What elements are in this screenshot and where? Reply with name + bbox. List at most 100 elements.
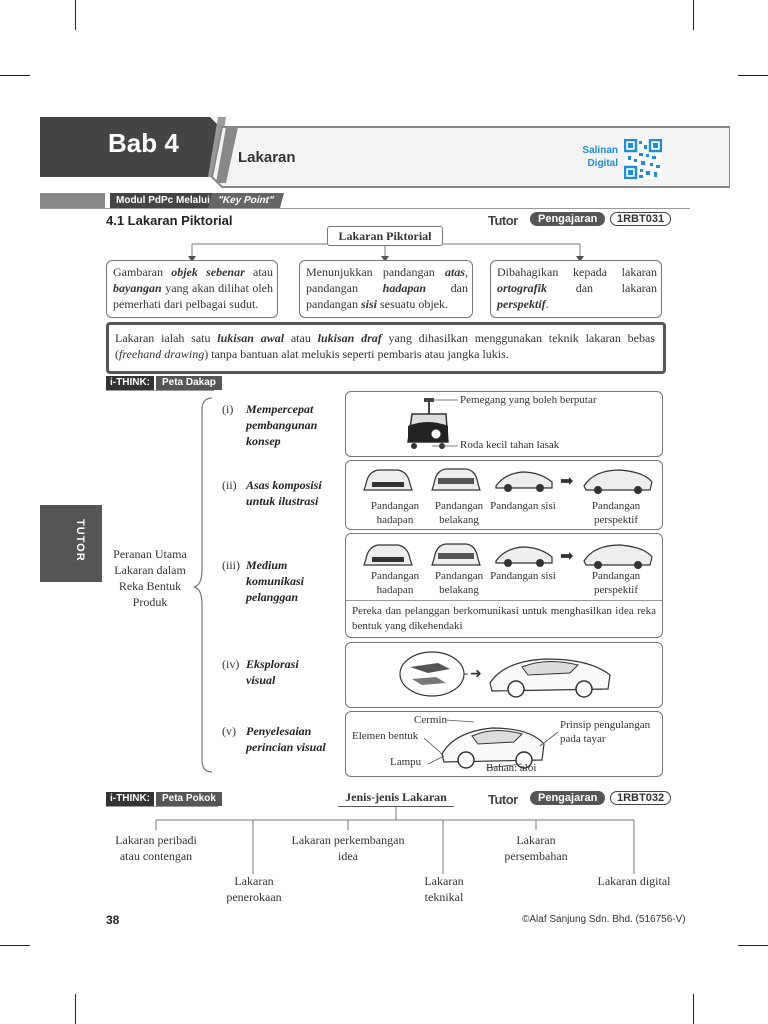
ithink-label: Peta Dakap xyxy=(156,376,222,390)
car-back-view-sketch xyxy=(431,543,481,566)
card-objek-sebenar: Gambaran objek sebenar atau bayangan yan… xyxy=(106,260,278,318)
leader-lines xyxy=(423,719,559,769)
module-divider xyxy=(40,208,690,209)
tree-leaf: Lakaran peribadi atau contengan xyxy=(115,833,197,863)
car-perspective-sketch xyxy=(583,469,653,494)
card-text: Menunjukkan pandangan atas, pandangan ha… xyxy=(306,264,468,312)
tree-leaf: Lakaran persembahan xyxy=(504,833,568,863)
view-label: Pandangan perspektif xyxy=(591,570,641,596)
view-label: Pandangan sisi xyxy=(490,500,556,512)
tutor-code: 1RBT031 xyxy=(610,212,672,226)
card-ortografik-perspektif: Dibahagikan kepada lakaran ortografik da… xyxy=(490,260,662,318)
text-run: , pandangan xyxy=(306,265,468,295)
text-run: . xyxy=(545,297,549,311)
car-sketch xyxy=(441,727,545,769)
role-number: (iii) xyxy=(222,558,240,572)
text-emphasis: objek sebenar xyxy=(171,265,245,279)
copyright: ©Alaf Sanjung Sdn. Bhd. (516756-V) xyxy=(522,914,686,925)
page-number: 38 xyxy=(106,913,120,927)
module-keypoint: "Key Point" xyxy=(207,193,284,208)
tutor-sub-label: Pengajaran xyxy=(530,791,606,805)
text-run: Dibahagikan kepada lakaran xyxy=(497,265,657,279)
mixer-sketch-icon xyxy=(407,398,449,449)
tree-root: Jenis-jenis Lakaran xyxy=(345,790,447,804)
text-run: dan pandangan xyxy=(306,281,469,311)
ithink-label: Peta Pokok xyxy=(156,792,222,806)
module-bar-accent xyxy=(40,193,105,208)
crop-mark xyxy=(693,994,694,1024)
text-run: sesuatu objek. xyxy=(377,297,448,311)
text-run: atau xyxy=(244,265,273,279)
tutor-label: Tutor xyxy=(488,213,518,228)
role-title: Penyelesaian perincian visual xyxy=(246,724,326,754)
copyright-text: Alaf Sanjung Sdn. Bhd. (516756-V) xyxy=(529,914,686,925)
role-title: Eksplorasi visual xyxy=(246,657,299,687)
text-emphasis: hadapan xyxy=(382,281,427,295)
text-run: Lakaran ialah satu xyxy=(115,331,218,345)
label-elemen-bentuk: Elemen bentuk xyxy=(352,730,419,742)
role-title: Asas komposisi untuk ilustrasi xyxy=(246,478,322,508)
role-number: (ii) xyxy=(222,478,237,492)
ithink-prefix: i-THINK: xyxy=(106,792,154,806)
chapter-title: Lakaran xyxy=(238,149,296,166)
crop-mark xyxy=(693,0,694,30)
text-emphasis: bayangan xyxy=(113,281,162,295)
label-lampu: Lampu xyxy=(390,756,422,768)
role3-divider xyxy=(346,600,662,601)
chapter-number: Bab 4 xyxy=(108,128,179,158)
tutor-code: 1RBT032 xyxy=(610,791,672,805)
role2-box: ➡ Pandangan hadapan Pandangan belakang P… xyxy=(345,460,663,530)
tree-leaf: Lakaran digital xyxy=(597,874,671,888)
car-sketch xyxy=(489,658,611,698)
view-label: Pandangan hadapan xyxy=(370,500,420,526)
role1-box: Pemegang yang boleh berputar Roda kecil … xyxy=(345,391,663,457)
crop-mark xyxy=(75,0,76,30)
copyright-icon: © xyxy=(522,914,530,925)
main-topic: Peranan Utama Lakaran dalam Reka Bentuk … xyxy=(113,547,187,609)
piktorial-center-box: Lakaran Piktorial xyxy=(327,226,443,246)
side-tutor-label: TUTOR xyxy=(74,519,86,562)
text-emphasis: sisi xyxy=(360,297,377,311)
text-emphasis: atas xyxy=(444,265,465,279)
definition-text: Lakaran ialah satu lukisan awal atau luk… xyxy=(115,330,655,362)
text-italic: freehand drawing xyxy=(119,347,205,361)
view-label: Pandangan hadapan xyxy=(370,570,420,596)
label-bahan: Bahan: aloi xyxy=(486,762,537,774)
role3-box: ➡ Pandangan hadapan Pandangan belakang P… xyxy=(345,533,663,638)
qr-code-icon[interactable] xyxy=(624,139,662,179)
car-side-view-sketch xyxy=(495,546,553,567)
car-front-view-sketch xyxy=(363,469,413,491)
text-run: ) tanpa bantuan alat melukis seperti pem… xyxy=(204,347,509,361)
text-emphasis: lukisan awal xyxy=(217,331,285,345)
crop-mark xyxy=(738,945,768,946)
car-side-view-sketch xyxy=(495,471,553,492)
view-label: Pandangan perspektif xyxy=(591,500,641,526)
tutor-label: Tutor xyxy=(488,792,518,807)
arrow-right-icon: ➡ xyxy=(560,548,574,565)
role5-box: Cermin Elemen bentuk Lampu Prinsip pengu… xyxy=(345,711,663,777)
tutor-sub-label: Pengajaran xyxy=(530,212,606,226)
label-cermin: Cermin xyxy=(414,714,447,726)
label-prinsip: Prinsip pengulangan pada tayar xyxy=(560,719,651,745)
view-label: Pandangan belakang xyxy=(434,500,484,526)
text-run: Gambaran xyxy=(113,265,172,279)
section-heading: 4.1 Lakaran Piktorial xyxy=(106,213,233,228)
ithink-underline xyxy=(106,390,214,391)
crop-mark xyxy=(738,75,768,76)
text-emphasis: lukisan draf xyxy=(317,331,382,345)
brace-connector xyxy=(193,397,213,773)
text-run: Menunjukkan pandangan xyxy=(306,265,445,279)
crop-mark xyxy=(0,75,30,76)
car-back-view-sketch xyxy=(431,468,481,491)
leader-lines xyxy=(432,399,458,447)
crop-mark xyxy=(0,945,30,946)
ithink-prefix: i-THINK: xyxy=(106,376,154,390)
role4-box: ➜ xyxy=(345,642,663,708)
side-tutor-tab[interactable]: TUTOR xyxy=(40,505,102,582)
card-text: Gambaran objek sebenar atau bayangan yan… xyxy=(113,264,273,312)
module-prefix: Modul PdPc Melalui xyxy=(110,193,216,208)
view-label: Pandangan sisi xyxy=(490,570,556,582)
text-run: yang akan dilihat oleh pemerhati dari pe… xyxy=(113,281,273,311)
car-front-view-sketch xyxy=(363,544,413,566)
module-bar: Modul PdPc Melalui "Key Point" xyxy=(40,193,290,208)
